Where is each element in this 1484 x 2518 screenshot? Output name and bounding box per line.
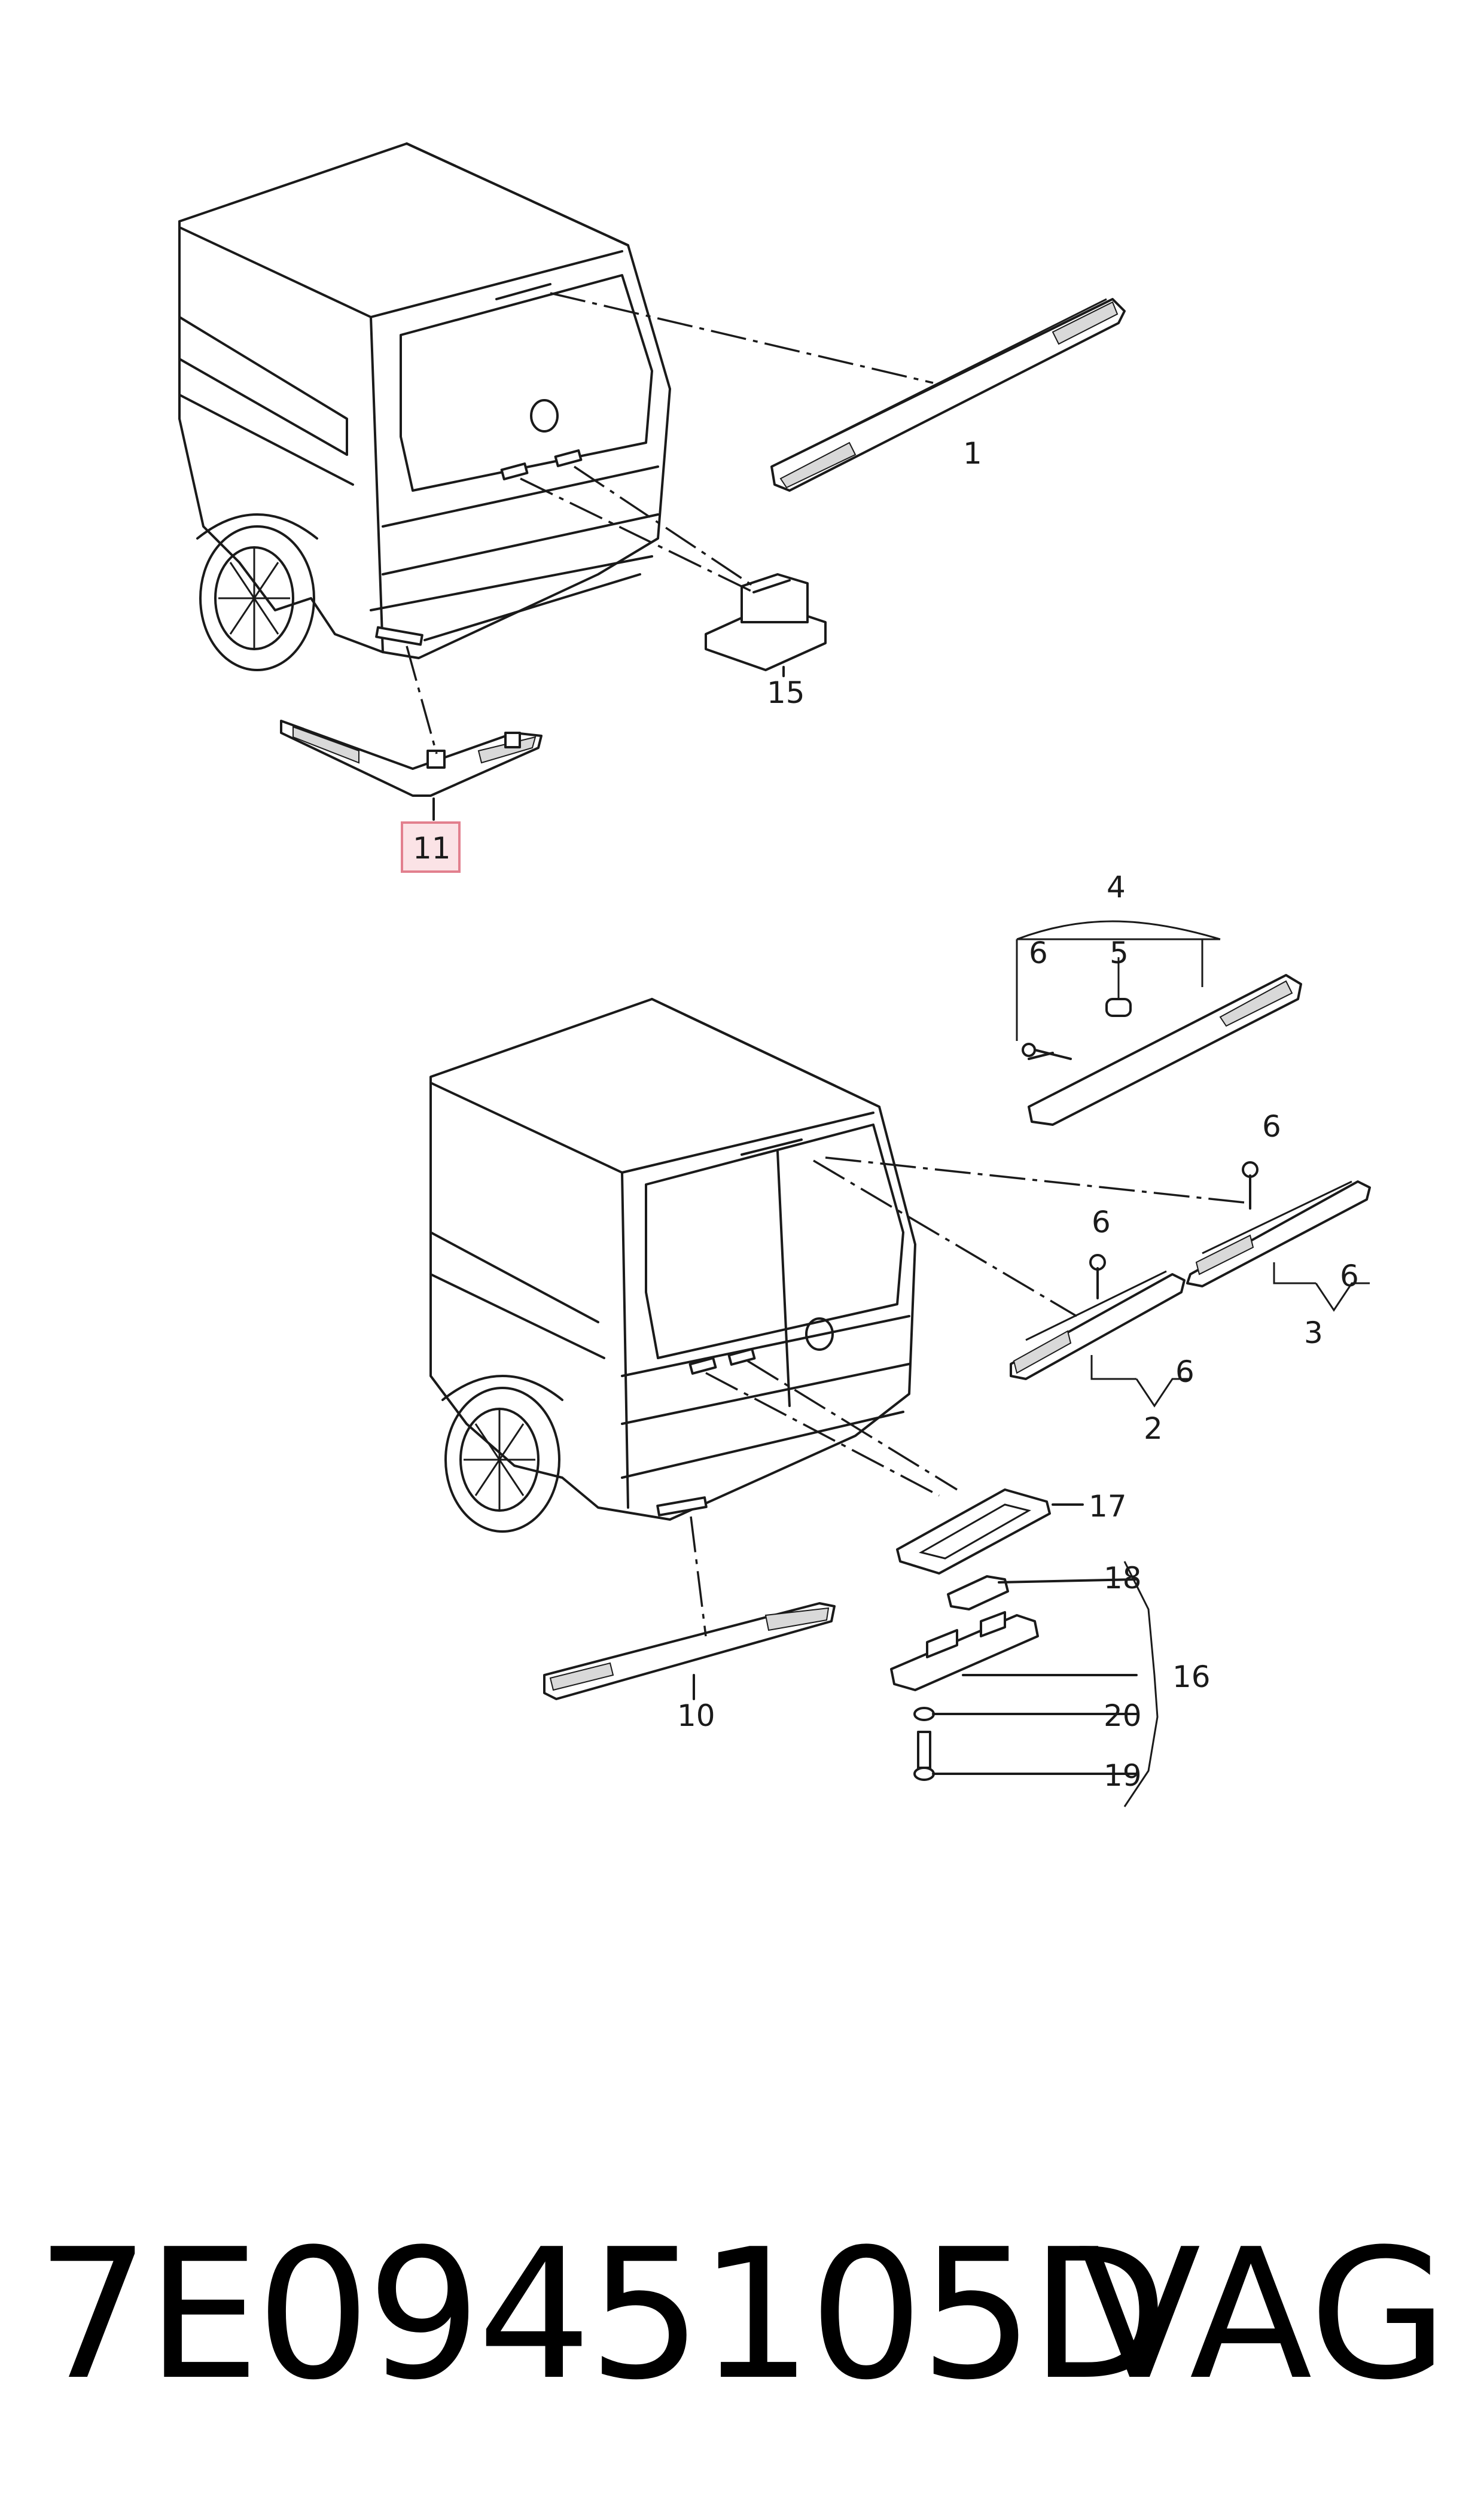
callout-4[interactable]: 4 (1107, 870, 1126, 905)
part-4-brake-light (1016, 920, 1302, 1126)
callout-6[interactable]: 6 (1092, 1205, 1111, 1240)
callout-11[interactable]: 11 (413, 831, 451, 866)
callout-16[interactable]: 16 (1172, 1660, 1211, 1694)
callout-20[interactable]: 20 (1104, 1698, 1142, 1733)
callout-6[interactable]: 6 (1029, 936, 1048, 970)
part-11-reflector (280, 646, 543, 821)
callout-5[interactable]: 5 (1110, 936, 1129, 970)
part-17-gasket (705, 1360, 1051, 1575)
part-10-reflector (543, 1516, 836, 1700)
part-1-brake-light (550, 292, 1126, 492)
part-15-plate-light (520, 465, 827, 677)
highlight-box-11 (401, 821, 461, 873)
part-18-bulb (947, 1575, 1138, 1610)
callout-6[interactable]: 6 (1175, 1354, 1194, 1389)
callout-3[interactable]: 3 (1304, 1316, 1323, 1350)
part-number: 7E0945105D (36, 2211, 1169, 2419)
callout-1[interactable]: 1 (963, 436, 982, 471)
part-16-lamp-housing (890, 1611, 1138, 1691)
callout-6[interactable]: 6 (1340, 1259, 1359, 1293)
callout-10[interactable]: 10 (677, 1698, 715, 1733)
part-3-brake-light (825, 1156, 1371, 1312)
part-2-brake-light (813, 1159, 1190, 1408)
callout-2[interactable]: 2 (1144, 1411, 1163, 1446)
callout-18[interactable]: 18 (1104, 1561, 1142, 1596)
brand-label: VAG (1078, 2211, 1448, 2419)
callout-6[interactable]: 6 (1262, 1109, 1281, 1144)
part-19-screw (913, 1561, 1159, 1807)
van-bottom-illustration (429, 998, 916, 1533)
van-top-illustration (178, 142, 671, 671)
callout-17[interactable]: 17 (1089, 1489, 1127, 1524)
part-20-washer (913, 1707, 1138, 1721)
callout-19[interactable]: 19 (1104, 1758, 1142, 1793)
callout-15[interactable]: 15 (767, 675, 805, 710)
